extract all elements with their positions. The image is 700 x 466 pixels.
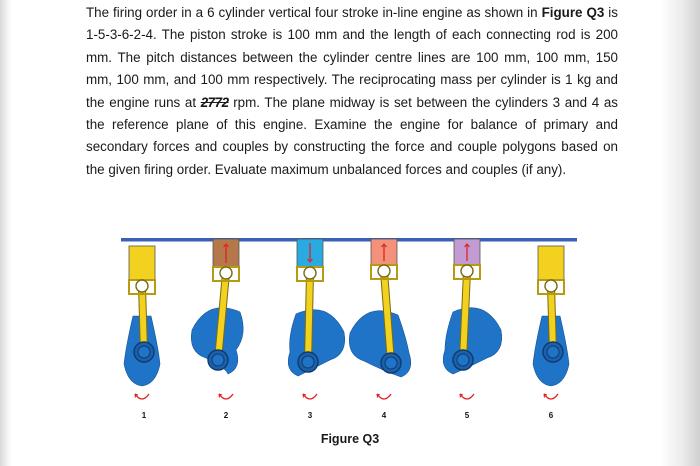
figure-caption: Figure Q3 (320, 432, 380, 446)
gudgeon-pin (544, 279, 558, 293)
cylinder-number-label: 3 (308, 411, 313, 420)
question-text-part-3: rpm. The plane midway is set between the… (86, 94, 618, 177)
rotation-arrow-head (459, 393, 464, 398)
rotation-arrow-head (543, 393, 548, 398)
connecting-rod (381, 268, 394, 366)
gudgeon-pin (460, 264, 474, 278)
gudgeon-pin (377, 264, 391, 278)
connecting-rod (215, 270, 229, 363)
engine-frame-bar (121, 238, 577, 242)
rotation-arrow (302, 393, 318, 400)
figure-reference: Figure Q3 (541, 5, 605, 20)
cylinder-number-label: 5 (465, 411, 470, 420)
question-text: The firing order in a 6 cylinder vertica… (86, 2, 618, 181)
gudgeon-pin (303, 266, 317, 280)
rotation-arrow (134, 393, 150, 400)
rotation-arrow (459, 393, 475, 400)
question-text-part-2: is 1-5-3-6-2-4. The piston stroke is 100… (86, 5, 618, 110)
engine-diagram: 1 2 3 4 5 6 (121, 238, 577, 420)
cylinder-number-label: 6 (549, 411, 554, 420)
motion-arrow-head (223, 243, 229, 248)
crank-pin-inner (137, 345, 151, 359)
motion-arrow-head (464, 243, 470, 248)
gudgeon-pin (135, 279, 149, 293)
crank-pin-inner (301, 355, 315, 369)
cylinder-1: 1 (123, 245, 161, 420)
motion-arrow-head (381, 243, 387, 248)
motion-arrow-head (307, 258, 313, 263)
cylinder-4: 4 (349, 238, 412, 420)
question-text-part-1: The firing order in a 6 cylinder vertica… (86, 5, 542, 20)
crank-pin-inner (546, 345, 560, 359)
engine-figure: 1 2 3 4 5 6 (115, 234, 585, 454)
connecting-rod (460, 268, 470, 363)
cylinder-2: 2 (191, 238, 244, 420)
cylinder-6: 6 (532, 245, 570, 420)
rotation-arrow (218, 393, 234, 400)
cylinder-3: 3 (287, 238, 345, 420)
rotation-arrow-head (218, 393, 223, 398)
cylinder-5: 5 (442, 238, 502, 420)
cylinder-number-label: 2 (224, 411, 229, 420)
rotation-arrow (543, 393, 559, 400)
connecting-rod (305, 270, 313, 365)
gudgeon-pin (219, 266, 233, 280)
rotation-arrow-head (376, 393, 381, 398)
connecting-rod (139, 283, 147, 355)
piston (128, 245, 156, 281)
crank-web (349, 310, 412, 378)
rotation-arrow-head (134, 393, 139, 398)
piston (537, 245, 565, 281)
connecting-rod (548, 283, 556, 355)
engine-speed-value: 2772 (200, 94, 229, 110)
crank-pin-inner (384, 356, 398, 370)
cylinder-number-label: 4 (382, 411, 387, 420)
rotation-arrow (376, 393, 392, 400)
page-left-shadow (0, 0, 12, 466)
crank-pin-inner (456, 353, 470, 367)
rotation-arrow-head (302, 393, 307, 398)
crank-pin-inner (211, 353, 225, 367)
page-right-shadow (660, 0, 700, 466)
cylinder-number-label: 1 (142, 411, 147, 420)
